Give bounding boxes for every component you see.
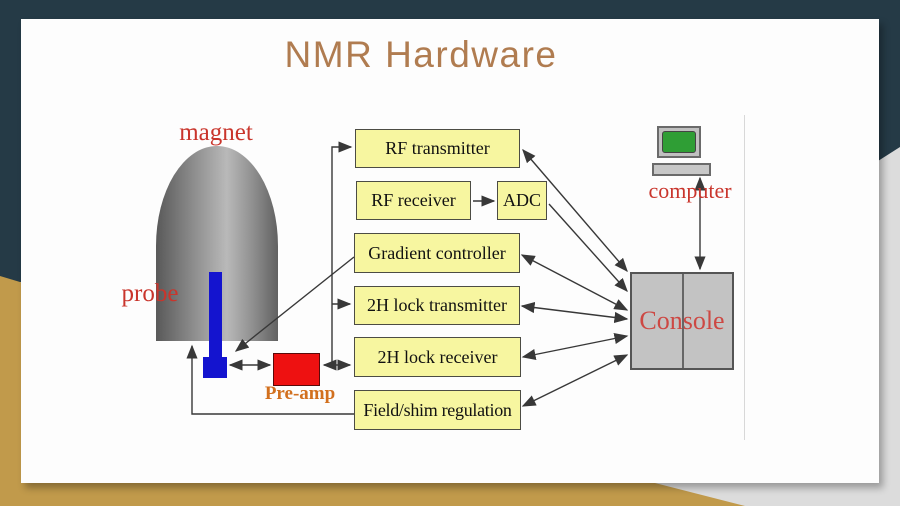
preamp-label: Pre-amp <box>264 383 336 404</box>
field-shim-to-magnet-arrow <box>186 344 354 415</box>
box-rf-transmitter: RF transmitter <box>355 129 520 168</box>
box-field-shim: Field/shim regulation <box>354 390 521 430</box>
console-label: Console <box>639 306 725 335</box>
rf-transmitter-console-arrow <box>522 148 628 273</box>
box-field-shim-label: Field/shim regulation <box>363 399 512 420</box>
adc-to-console-arrow <box>548 203 628 293</box>
preamp-shape <box>273 353 320 386</box>
probe-base-shape <box>203 357 227 378</box>
console-divider <box>682 274 684 368</box>
lock-transmitter-console-arrow <box>520 301 629 324</box>
computer-label: computer <box>648 178 732 203</box>
box-lock-transmitter: 2H lock transmitter <box>354 286 520 325</box>
probe-rod-shape <box>209 272 222 358</box>
magnet-label: magnet <box>179 119 253 146</box>
box-rf-transmitter-label: RF transmitter <box>385 138 490 158</box>
computer-keyboard-icon <box>652 163 711 176</box>
box-lock-receiver-label: 2H lock receiver <box>377 346 498 367</box>
box-rf-receiver: RF receiver <box>356 181 471 220</box>
lock-receiver-console-arrow <box>521 333 629 360</box>
slide-title: NMR Hardware <box>284 34 558 75</box>
probe-label: probe <box>121 280 179 307</box>
field-shim-console-arrow <box>521 354 629 407</box>
computer-monitor-icon <box>657 126 701 158</box>
gradient-console-arrow <box>520 254 629 311</box>
box-gradient-controller-label: Gradient controller <box>368 242 506 263</box>
gradient-to-probe-arrow <box>234 256 355 352</box>
diagram-image-edge <box>744 115 745 440</box>
bus-to-rf-transmitter-arrow <box>331 141 353 365</box>
box-adc: ADC <box>497 181 547 220</box>
console-box: Console <box>630 272 734 370</box>
computer-screen-icon <box>662 131 696 153</box>
box-adc-label: ADC <box>502 190 541 210</box>
box-gradient-controller: Gradient controller <box>354 233 520 273</box>
box-lock-transmitter-label: 2H lock transmitter <box>367 295 507 315</box>
box-rf-receiver-label: RF receiver <box>371 190 456 210</box>
box-lock-receiver: 2H lock receiver <box>354 337 521 377</box>
